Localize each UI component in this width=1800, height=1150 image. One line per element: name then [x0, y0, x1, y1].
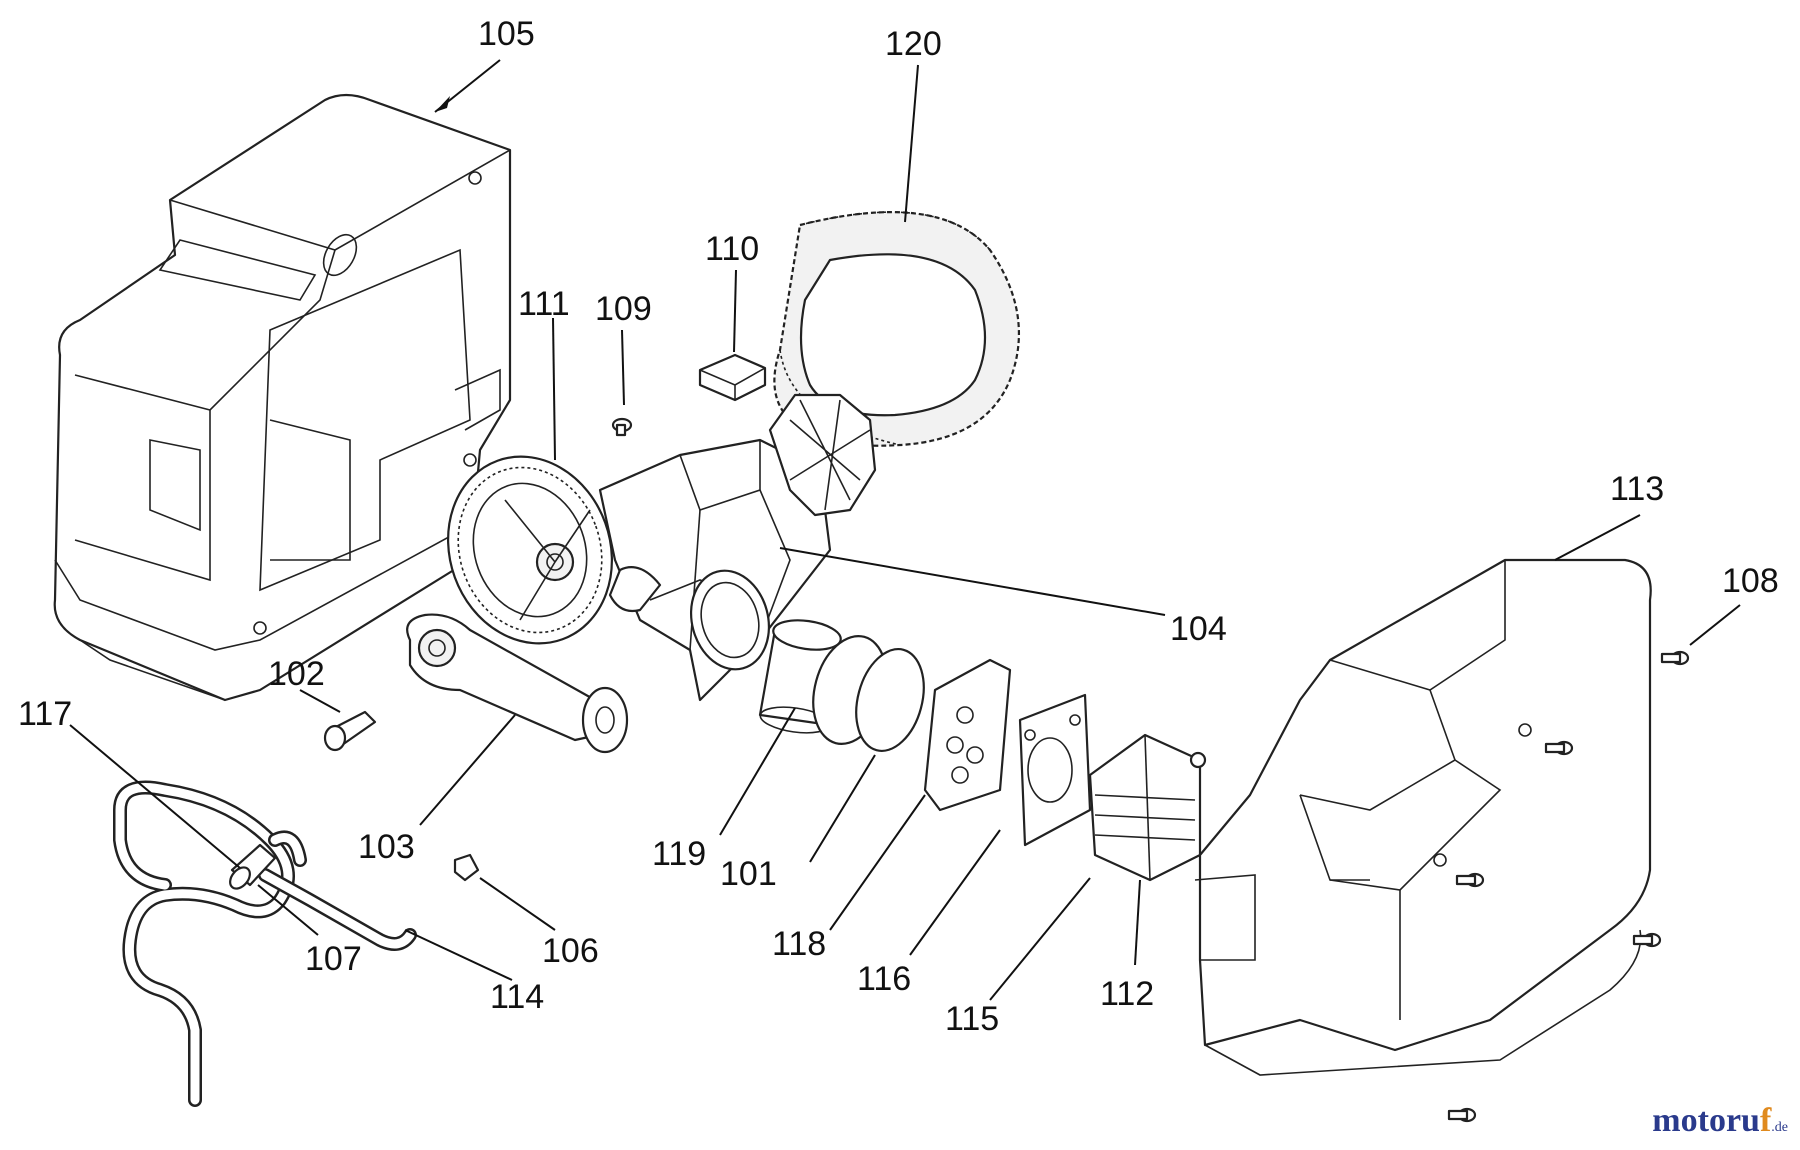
- part-105-rear-shroud: [53, 93, 512, 702]
- callout-102: 102: [268, 655, 325, 693]
- screw-108b: [1544, 740, 1574, 756]
- watermark-brand-main: motoru: [1652, 1102, 1760, 1139]
- part-109-screw: [611, 417, 633, 437]
- part-113-front-shroud: [1194, 558, 1652, 1076]
- screw-108a: [1660, 650, 1690, 666]
- watermark-brand-tld: .de: [1771, 1120, 1788, 1135]
- part-102-wrist-pin: [323, 710, 377, 752]
- callout-101: 101: [720, 855, 777, 893]
- callout-106: 106: [542, 932, 599, 970]
- leader-lines: [69, 59, 1741, 1001]
- part-103-connecting-rod: [406, 613, 629, 754]
- part-104-motor-assembly: [598, 393, 877, 702]
- callout-113: 113: [1610, 470, 1664, 508]
- screw-108e: [1447, 1107, 1477, 1123]
- callout-118: 118: [772, 925, 826, 963]
- screw-108c: [1455, 872, 1485, 888]
- callout-103: 103: [358, 828, 415, 866]
- callout-105: 105: [478, 15, 535, 53]
- callout-110: 110: [705, 230, 759, 268]
- part-114-air-hose: [113, 780, 417, 1107]
- callout-109: 109: [595, 290, 652, 328]
- watermark-logo: motoruf.de: [1652, 1102, 1788, 1140]
- callout-112: 112: [1100, 975, 1154, 1013]
- callout-108: 108: [1722, 562, 1779, 600]
- part-112-cylinder-head: [1088, 733, 1207, 882]
- callout-104: 104: [1170, 610, 1227, 648]
- part-101-o-ring: [812, 635, 925, 753]
- part-108-screws: [1447, 650, 1690, 1123]
- part-120-drive-belt: [773, 211, 1020, 447]
- callout-120: 120: [885, 25, 942, 63]
- callout-114: 114: [490, 978, 544, 1016]
- part-111-pulley: [447, 455, 613, 645]
- callout-116: 116: [857, 960, 911, 998]
- callout-117: 117: [18, 695, 72, 733]
- part-107-hose-fitting: [229, 843, 277, 890]
- callout-119: 119: [652, 835, 706, 873]
- callout-labels: 105 120 110 111 109 113 108 104 102 117 …: [18, 15, 1779, 1038]
- part-110-filter-block: [698, 353, 767, 402]
- part-118-valve-plate: [923, 658, 1012, 812]
- screw-108d: [1632, 932, 1662, 948]
- watermark-brand-accent: f: [1759, 1102, 1772, 1139]
- callout-107: 107: [305, 940, 362, 978]
- part-106-clip: [453, 853, 480, 882]
- part-116-gasket: [1018, 693, 1092, 847]
- callout-115: 115: [945, 1000, 999, 1038]
- callout-111: 111: [518, 285, 570, 323]
